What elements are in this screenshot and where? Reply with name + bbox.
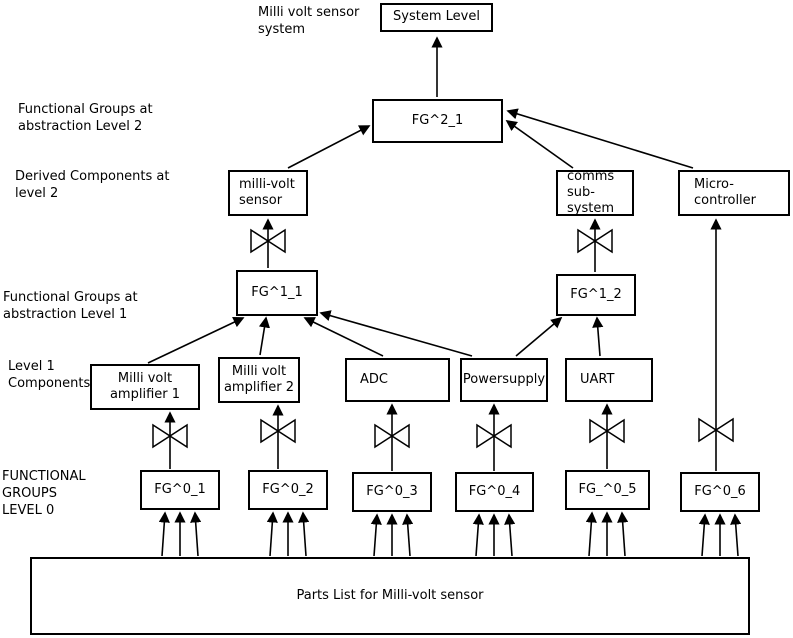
edge-powersupply-fg1_2: [515, 316, 563, 357]
bowtie-icon: [589, 418, 625, 444]
node-uart: UART: [565, 358, 653, 402]
node-fg2-1: FG^2_1: [372, 99, 503, 143]
bowtie-icon: [374, 423, 410, 449]
bowtie-icon: [260, 418, 296, 444]
bowtie-icon: [152, 423, 188, 449]
node-parts-list: Parts List for Milli-volt sensor: [30, 557, 750, 635]
node-fg0-4: FG^0_4: [455, 472, 534, 512]
label-level1-components: Level 1 Components: [8, 359, 91, 391]
node-fg0-1: FG^0_1: [140, 470, 220, 510]
node-fg1-2: FG^1_2: [556, 274, 636, 316]
node-amp1: Milli volt amplifier 1: [90, 364, 200, 410]
edge-parts-fg0_1-c: [190, 511, 202, 557]
edge-parts-fg0_5-c: [617, 511, 629, 557]
edge-parts-fg0_2-c: [298, 511, 310, 557]
bowtie-icon: [476, 423, 512, 449]
node-comms-subsystem: comms sub-system: [556, 169, 634, 216]
edge-parts-fg0_1-a: [158, 511, 170, 557]
node-fg0-2: FG^0_2: [248, 470, 328, 510]
edge-micro-fg2_1: [506, 108, 694, 169]
edge-comms-fg2_1: [505, 120, 574, 169]
edge-uart-fg1_2: [592, 316, 604, 357]
node-fg0-3: FG^0_3: [352, 472, 432, 512]
edge-parts-fg0_4-c: [504, 513, 516, 557]
label-system-caption: Milli volt sensor system: [258, 5, 360, 37]
edge-amp1-fg1_1: [147, 317, 245, 364]
node-microcontroller: Micro- controller: [678, 170, 790, 216]
diagram-edges: [147, 36, 742, 557]
edge-parts-fg0_6-a: [698, 513, 710, 557]
edge-parts-fg0_6-c: [730, 513, 742, 557]
node-fg1-1: FG^1_1: [236, 270, 318, 316]
edge-sensor-fg2_1: [287, 125, 371, 169]
label-derived-level2: Derived Components at level 2: [15, 169, 170, 201]
edge-adc-fg1_1: [303, 317, 384, 357]
node-millivolt-sensor: milli-volt sensor: [228, 170, 308, 216]
bowtie-icon: [250, 228, 286, 254]
label-level2-groups: Functional Groups at abstraction Level 2: [18, 102, 153, 134]
label-level1-groups: Functional Groups at abstraction Level 1: [3, 290, 138, 322]
edge-parts-fg0_3-a: [370, 513, 382, 557]
node-system-level: System Level: [380, 3, 493, 32]
node-fg0-5: FG_^0_5: [565, 470, 650, 510]
node-powersupply: Powersupply: [460, 358, 548, 402]
bowtie-symbols: [152, 228, 734, 449]
edge-parts-fg0_2-a: [266, 511, 278, 557]
edge-powersupply-fg1_1: [319, 310, 473, 357]
node-fg0-6: FG^0_6: [680, 472, 760, 512]
edge-parts-fg0_3-c: [402, 513, 414, 557]
edge-amp2-fg1_1: [258, 316, 271, 356]
bowtie-icon: [698, 417, 734, 443]
label-level0-groups: FUNCTIONAL GROUPS LEVEL 0: [2, 469, 86, 518]
edge-parts-fg0_5-a: [585, 511, 597, 557]
node-adc: ADC: [345, 358, 450, 402]
bowtie-icon: [577, 228, 613, 254]
edge-parts-fg0_4-a: [472, 513, 484, 557]
node-amp2: Milli volt amplifier 2: [218, 357, 300, 403]
